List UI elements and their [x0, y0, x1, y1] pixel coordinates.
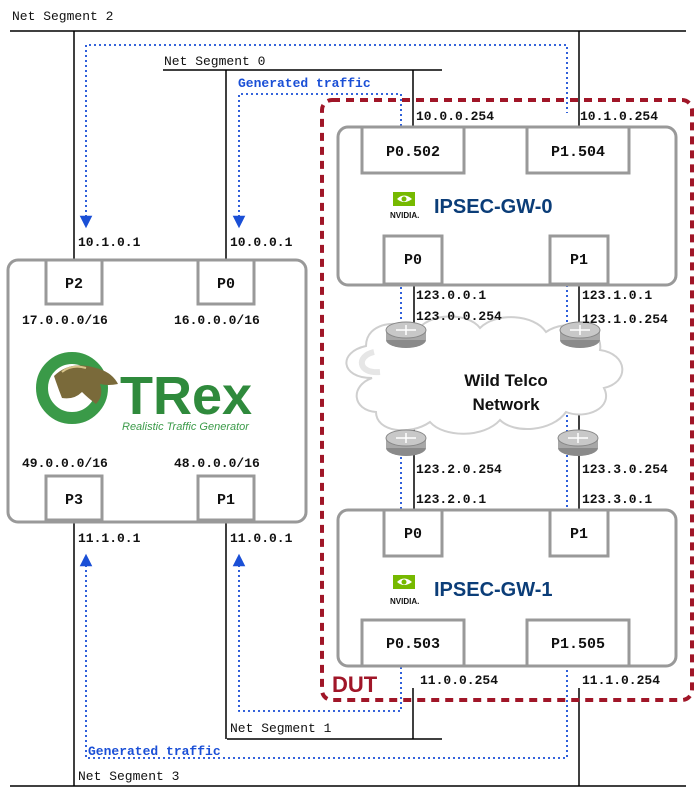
gw1-port-p0[interactable]: [382, 508, 444, 558]
trex-subnet-p1: 48.0.0.0/16: [174, 456, 260, 471]
gw1-port-p0-503-label: P0.503: [386, 636, 440, 653]
gw0-name: IPSEC-GW-0: [434, 196, 553, 218]
trex-subnet-p2: 17.0.0.0/16: [22, 313, 108, 328]
router-ip-br: 123.3.0.254: [582, 462, 668, 477]
trex-port-p0-label: P0: [217, 276, 235, 293]
router-icon: [385, 429, 427, 456]
net-segment-1: Net Segment 1: [227, 721, 442, 740]
gw0-ip-p1: 123.1.0.1: [582, 288, 652, 303]
net-segment-2-label: Net Segment 2: [12, 9, 113, 24]
cloud-label-line2: Network: [472, 395, 540, 414]
trex-subnet-p3: 49.0.0.0/16: [22, 456, 108, 471]
gw1-port-p0-503[interactable]: [360, 618, 466, 668]
dut-region: DUT: [320, 98, 694, 702]
trex-ip-p0: 10.0.0.1: [230, 235, 293, 250]
gw0-port-p1[interactable]: [548, 234, 610, 286]
router-icon: [385, 321, 427, 348]
gw1-ip-bottom-left: 11.0.0.254: [420, 673, 498, 688]
gw1-port-p1-label: P1: [570, 526, 588, 543]
net-segment-2: Net Segment 2: [10, 9, 686, 32]
gw0-ip-top-left: 10.0.0.254: [416, 109, 494, 124]
gw0-ip-p0: 123.0.0.1: [416, 288, 486, 303]
nvidia-logo-icon: NVIDIA.: [390, 192, 419, 220]
trex-ip-p1: 11.0.0.1: [230, 531, 293, 546]
gw1-port-p1[interactable]: [548, 508, 610, 558]
router-ip-bl: 123.2.0.254: [416, 462, 502, 477]
gw1-ip-p0: 123.2.0.1: [416, 492, 486, 507]
gw1-name: IPSEC-GW-1: [434, 579, 553, 601]
gw1-vendor: NVIDIA.: [390, 597, 419, 606]
traffic-label-bottom: Generated traffic: [88, 744, 221, 759]
gw1-port-p1-505-label: P1.505: [551, 636, 605, 653]
trex-port-p2-label: P2: [65, 276, 83, 293]
trex-logo: TRex Realistic Traffic Generator: [36, 352, 252, 433]
net-segment-0: Net Segment 0: [163, 54, 442, 71]
trex-port-p1-label: P1: [217, 492, 235, 509]
router-icon: [557, 429, 599, 456]
net-segment-3: Net Segment 3: [10, 769, 686, 787]
router-icon: [559, 321, 601, 348]
trex-subnet-p0: 16.0.0.0/16: [174, 313, 260, 328]
gw0-port-p1-504-label: P1.504: [551, 144, 605, 161]
gw0-ip-top-right: 10.1.0.254: [580, 109, 658, 124]
gw0-vendor: NVIDIA.: [390, 211, 419, 220]
gw1-port-p0-label: P0: [404, 526, 422, 543]
nvidia-logo-icon: NVIDIA.: [390, 575, 419, 606]
trex-device: P2 P0 P3 P1 17.0.0.0/16 16.0.0.0/16 49.0…: [6, 258, 308, 524]
gw0-port-p0-502-label: P0.502: [386, 144, 440, 161]
trex-ip-p3: 11.1.0.1: [78, 531, 141, 546]
trex-port-p1[interactable]: [196, 474, 256, 522]
gw0-port-p1-label: P1: [570, 252, 588, 269]
dut-label: DUT: [332, 672, 378, 697]
cloud-label-line1: Wild Telco: [464, 371, 548, 390]
traffic-path-top: [79, 44, 568, 229]
gw1-ip-p1: 123.3.0.1: [582, 492, 652, 507]
gw0-port-p0-502[interactable]: [360, 125, 466, 175]
gw0-port-p1-504[interactable]: [525, 125, 631, 175]
gw1-ip-bottom-right: 11.1.0.254: [582, 673, 660, 688]
gw0-port-p0[interactable]: [382, 234, 444, 286]
trex-port-p3[interactable]: [44, 474, 104, 522]
net-segment-1-label: Net Segment 1: [230, 721, 332, 736]
trex-port-p3-label: P3: [65, 492, 83, 509]
trex-logo-subtitle: Realistic Traffic Generator: [122, 421, 250, 433]
net-segment-3-label: Net Segment 3: [78, 769, 179, 784]
traffic-label-top: Generated traffic: [238, 76, 371, 91]
gw1-port-p1-505[interactable]: [525, 618, 631, 668]
net-segment-0-label: Net Segment 0: [164, 54, 265, 69]
router-ip-tr: 123.1.0.254: [582, 312, 668, 327]
gw0-port-p0-label: P0: [404, 252, 422, 269]
router-ip-tl: 123.0.0.254: [416, 309, 502, 324]
trex-ip-p2: 10.1.0.1: [78, 235, 141, 250]
ipsec-gw-1: P0 P1 P0.503 P1.505 NVIDIA. IPSEC-GW-1: [336, 508, 678, 668]
trex-logo-text: TRex: [120, 366, 252, 426]
ipsec-gw-0: P0.502 P1.504 P0 P1 NVIDIA. IPSEC-GW-0: [336, 125, 678, 287]
trex-port-p0[interactable]: [196, 258, 256, 306]
trex-port-p2[interactable]: [44, 258, 104, 306]
